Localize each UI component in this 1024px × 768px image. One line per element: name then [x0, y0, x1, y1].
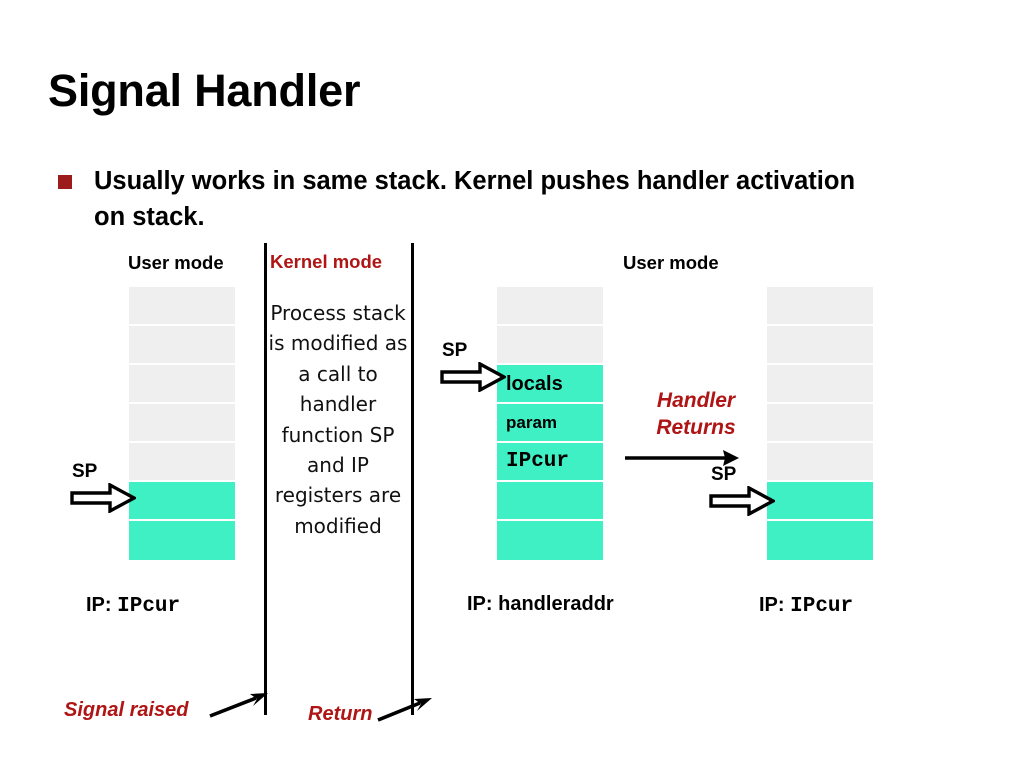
ip-label-after: IP: IPcur	[759, 594, 853, 618]
handler-returns-line-2: Returns	[656, 415, 736, 439]
heading-user-mode-left: User mode	[128, 252, 224, 273]
stack-handler: locals param IPcur	[497, 287, 603, 560]
square-bullet-icon	[58, 175, 72, 189]
kernel-mode-description: Process stack is modified as a call to h…	[268, 301, 408, 538]
stack-cell	[767, 482, 873, 521]
ip-label-handler: IP: handleraddr	[467, 593, 614, 616]
heading-kernel-mode: Kernel mode	[270, 251, 383, 272]
stack-cell	[497, 482, 603, 521]
stack-cell	[497, 287, 603, 326]
ip-value: IPcur	[117, 595, 181, 618]
stack-cell	[767, 326, 873, 365]
return-arrow-icon	[376, 694, 434, 733]
stack-cell	[767, 521, 873, 560]
bullet-text: Usually works in same stack. Kernel push…	[94, 167, 856, 232]
stack-cell-label: IPcur	[506, 450, 570, 473]
stack-cell	[767, 365, 873, 404]
return-label: Return	[308, 703, 373, 725]
page-title: Signal Handler	[48, 65, 361, 116]
stack-before	[129, 287, 235, 560]
sp-label: SP	[442, 340, 468, 361]
stack-cell	[129, 482, 235, 521]
ip-label-before: IP: IPcur	[86, 594, 180, 618]
stack-cell	[129, 443, 235, 482]
handler-returns-label: Handler Returns	[636, 388, 756, 442]
sp-pointer-handler: SP	[440, 341, 518, 393]
stack-cell-ipcur: IPcur	[497, 443, 603, 482]
stack-cell-param: param	[497, 404, 603, 443]
stack-cell	[129, 287, 235, 326]
stack-cell-locals: locals	[497, 365, 603, 404]
sp-block-arrow-icon	[70, 482, 138, 518]
stack-cell	[129, 326, 235, 365]
sp-pointer-after: SP	[709, 465, 787, 517]
stack-cell	[767, 404, 873, 443]
signal-raised-arrow-icon	[208, 688, 270, 727]
sp-label: SP	[72, 461, 98, 482]
divider-kernel-user	[411, 243, 414, 715]
divider-user-kernel	[264, 243, 267, 715]
ip-value: IPcur	[790, 595, 854, 618]
heading-user-mode-right: User mode	[623, 252, 719, 273]
stack-cell	[129, 365, 235, 404]
sp-label: SP	[711, 464, 737, 485]
ip-value: handleraddr	[498, 593, 614, 615]
ip-prefix: IP:	[86, 594, 112, 616]
stack-cell-label: param	[506, 413, 558, 432]
stack-cell-label: locals	[506, 372, 563, 395]
stack-after	[767, 287, 873, 560]
stack-cell	[767, 287, 873, 326]
ip-prefix: IP:	[467, 593, 493, 615]
stack-cell	[767, 443, 873, 482]
ip-prefix: IP:	[759, 594, 785, 616]
stack-cell	[497, 521, 603, 560]
sp-block-arrow-icon	[440, 361, 508, 397]
signal-raised-label: Signal raised	[64, 699, 189, 721]
handler-returns-line-1: Handler	[656, 389, 736, 412]
stack-cell	[497, 326, 603, 365]
stack-cell	[129, 521, 235, 560]
handler-returns-arrow-icon	[625, 447, 741, 472]
sp-pointer-before: SP	[70, 462, 148, 514]
sp-block-arrow-icon	[709, 485, 777, 521]
stack-cell	[129, 404, 235, 443]
